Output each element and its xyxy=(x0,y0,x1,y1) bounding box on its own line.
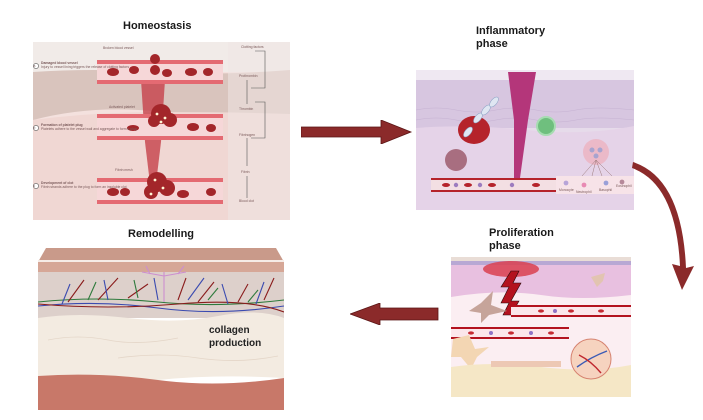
inflammatory-title-line1: Inflammatory xyxy=(476,25,546,37)
step-marker-a: a xyxy=(34,64,36,68)
cell-label-eosinophil: Eosinophil xyxy=(616,184,632,188)
cell-label-neutrophil: Neutrophil xyxy=(576,190,592,194)
left-arrow-icon xyxy=(350,303,439,325)
step-b-text: Platelets adhere to the vessel wall and … xyxy=(41,127,137,131)
collagen-label-line1: collagen xyxy=(209,325,250,336)
step-c-text: Fibrin strands adhere to the plug to for… xyxy=(41,185,127,189)
inflammatory-illustration: Monocyte Neutrophil Basophil Eosinophil xyxy=(416,70,634,210)
proliferation-title-line2: phase xyxy=(489,240,521,252)
cascade-thrombin: Thrombin xyxy=(239,107,253,111)
cell-label-basophil: Basophil xyxy=(599,188,612,192)
step-a-text: Injury to vessel lining triggers the rel… xyxy=(41,65,129,69)
proliferation-title: Proliferation phase xyxy=(489,227,554,253)
step-c-heading: Development of clot xyxy=(41,181,74,185)
inflammatory-title: Inflammatory phase xyxy=(476,25,545,51)
cascade-clotting-factors: Clotting factors xyxy=(241,45,264,49)
proliferation-title-line1: Proliferation xyxy=(489,227,554,239)
collagen-label-line2: production xyxy=(209,338,261,349)
step-marker-c: c xyxy=(34,184,36,188)
remodelling-illustration: collagen production xyxy=(38,248,284,410)
step-marker-b: b xyxy=(34,126,36,130)
arrow-inflammatory-to-proliferation xyxy=(632,162,694,290)
curved-down-arrow-icon xyxy=(632,162,694,290)
fibrin-mesh-label: Fibrin mesh xyxy=(115,168,133,172)
cell-label-monocyte: Monocyte xyxy=(559,188,574,192)
homeostasis-title: Homeostasis xyxy=(123,20,192,32)
step-a-heading: Damaged blood vessel xyxy=(41,61,78,65)
cascade-fibrin: Fibrin xyxy=(241,170,250,174)
broken-vessel-label: Broken blood vessel xyxy=(103,46,134,50)
cascade-blood-clot: Blood clot xyxy=(239,199,254,203)
step-b-heading: Formation of platelet plug xyxy=(41,123,83,127)
inflammatory-title-line2: phase xyxy=(476,38,508,50)
remodelling-title: Remodelling xyxy=(128,228,195,240)
arrow-homeostasis-to-inflammatory xyxy=(301,120,413,144)
proliferation-illustration xyxy=(451,257,631,397)
cascade-fibrinogen: Fibrinogen xyxy=(239,133,255,137)
arrow-proliferation-to-remodelling xyxy=(350,303,439,325)
homeostasis-annotations: Broken blood vessel a Damaged blood vess… xyxy=(34,45,264,203)
homeostasis-illustration xyxy=(33,42,290,220)
right-arrow-icon xyxy=(301,120,413,144)
cascade-prothrombin: Prothrombin xyxy=(239,74,258,78)
activated-platelet-label: Activated platelet xyxy=(109,105,135,109)
